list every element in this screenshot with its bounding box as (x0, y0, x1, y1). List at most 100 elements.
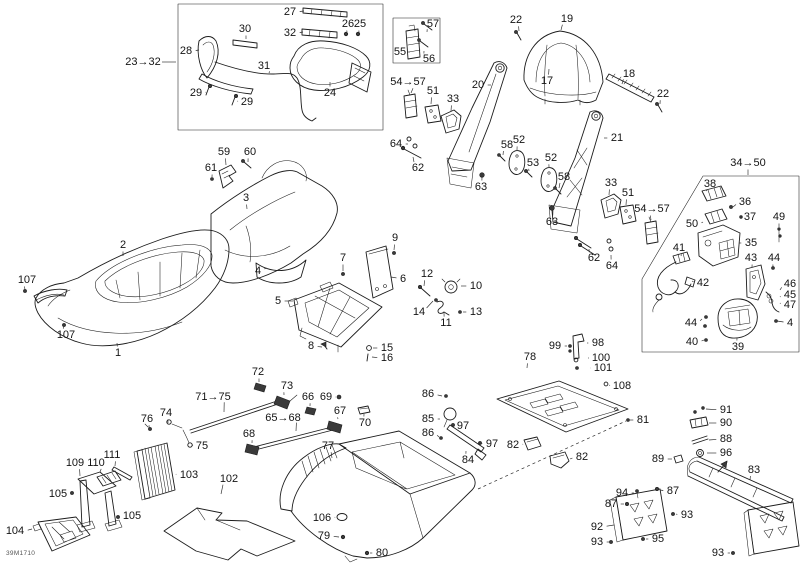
leader-line (195, 49, 200, 51)
part-label-85: 85 (422, 413, 434, 425)
hook-75 (187, 442, 193, 448)
screw-9 (392, 251, 396, 255)
part-label-62: 62 (412, 162, 424, 174)
bracket-right (747, 501, 800, 555)
strip-111 (111, 466, 133, 481)
part-label-87: 87 (605, 498, 617, 510)
screw-22b (657, 104, 663, 113)
screw-87b (624, 501, 629, 506)
grille-103 (136, 442, 176, 500)
screw-99 (568, 344, 572, 348)
nut-63b (549, 205, 555, 211)
part-label-93: 93 (681, 509, 693, 521)
leader-line (393, 244, 395, 251)
bracket-82b (549, 451, 570, 469)
part-label-58: 58 (501, 139, 513, 151)
leader-line (62, 325, 65, 329)
strip-88 (691, 435, 709, 445)
part-label-68: 68 (243, 428, 255, 440)
part-label-72: 72 (252, 366, 264, 378)
part-label-34→50: 34→50 (730, 157, 765, 169)
screw-40 (704, 338, 708, 342)
part-label-51: 51 (622, 187, 634, 199)
part-label-94: 94 (616, 487, 628, 499)
loop-85 (443, 407, 457, 421)
leader-line (268, 71, 270, 74)
bracket-59 (218, 164, 237, 189)
part-label-80: 80 (376, 547, 388, 559)
part-label-54→57: 54→57 (634, 203, 669, 215)
part-label-24: 24 (324, 87, 336, 99)
leader-line (330, 452, 333, 459)
screw-57 (423, 23, 433, 31)
connector-68 (244, 443, 260, 456)
rack-cluster (439, 380, 630, 490)
part-label-107: 107 (18, 274, 36, 286)
screw-25 (355, 31, 361, 37)
frame-83 (687, 456, 794, 522)
part-label-62: 62 (588, 252, 600, 264)
part-label-104: 104 (6, 525, 24, 537)
screw-95 (641, 537, 645, 541)
washer-64a (406, 136, 412, 142)
latch-54-57-right (644, 220, 659, 245)
part-label-33: 33 (447, 93, 459, 105)
part-label-21: 21 (611, 132, 623, 144)
screw-91 (693, 410, 697, 414)
part-label-54→57: 54→57 (390, 76, 425, 88)
pin-16 (366, 353, 369, 362)
leader-line (560, 24, 563, 31)
pin-29a (205, 86, 210, 96)
part-label-10: 10 (470, 280, 482, 292)
latch-54-57-left (403, 93, 418, 119)
screw-93c (731, 551, 735, 555)
part-label-29: 29 (190, 87, 202, 99)
part-label-93: 93 (591, 536, 603, 548)
part-label-64: 64 (606, 260, 618, 272)
stand-legs (79, 479, 117, 528)
leader-line (705, 189, 708, 192)
screw-79 (340, 534, 346, 540)
part-label-3: 3 (243, 192, 249, 204)
part-label-5: 5 (275, 295, 281, 307)
screw-44b (704, 315, 708, 319)
part-label-71→75: 71→75 (195, 391, 230, 403)
bracket-98 (572, 333, 585, 360)
console-body (290, 472, 476, 559)
cap-70 (357, 405, 371, 415)
part-label-101: 101 (594, 362, 612, 374)
leader-line (99, 468, 102, 473)
bolt-76 (148, 427, 152, 431)
leader-line (701, 339, 705, 342)
part-label-103: 103 (180, 469, 198, 481)
part-label-56: 56 (423, 53, 435, 65)
leader-line (776, 320, 784, 323)
mat-102 (163, 507, 296, 561)
screw-7 (341, 272, 345, 276)
clamp-72 (253, 382, 267, 393)
part-label-109: 109 (66, 457, 84, 469)
plate-52a (508, 150, 526, 175)
part-label-86: 86 (422, 388, 434, 400)
leader-line (779, 296, 781, 298)
bolt-58a (499, 155, 506, 162)
grip-pipe-32 (301, 28, 338, 39)
part-label-39: 39 (732, 341, 744, 353)
connector-73 (273, 395, 291, 410)
backrest-assembly (446, 30, 663, 370)
part-label-53: 53 (527, 157, 539, 169)
front-seat-1-2 (34, 229, 230, 347)
support-84 (446, 424, 485, 453)
leader-line (299, 31, 304, 33)
bottom-left-parts (32, 442, 296, 561)
leader-line (649, 215, 652, 221)
mount-35 (697, 224, 741, 267)
clamp-66 (304, 406, 317, 416)
part-label-49: 49 (773, 211, 785, 223)
part-label-67: 67 (334, 405, 346, 417)
leader-line (27, 528, 33, 531)
part-label-63: 63 (546, 216, 558, 228)
part-label-46: 46 (784, 278, 796, 290)
